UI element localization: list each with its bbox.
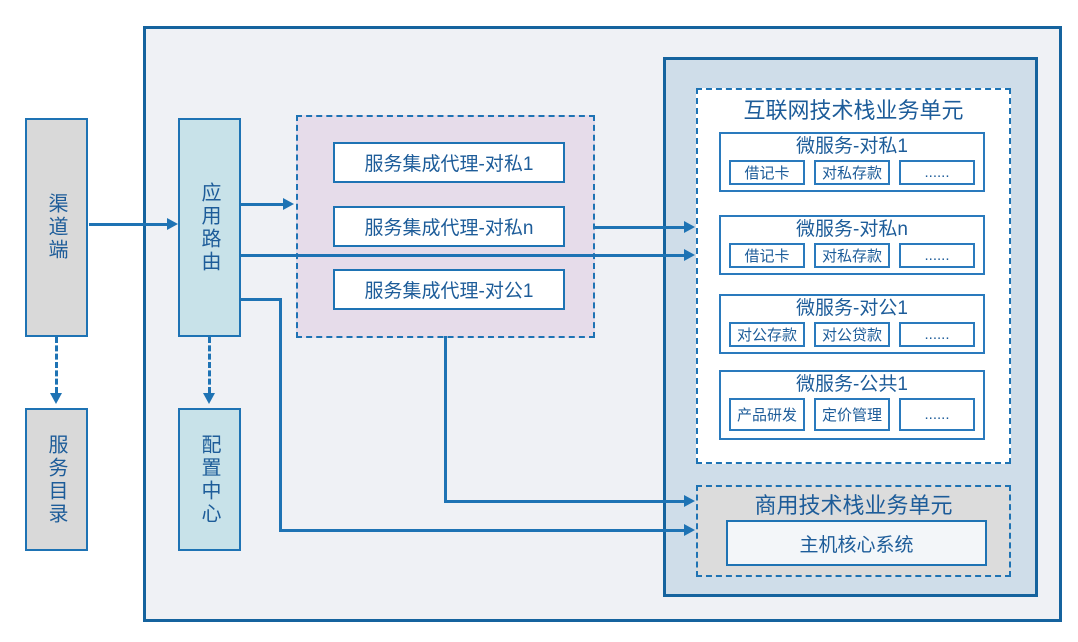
proxy-private-n: 服务集成代理-对私n bbox=[333, 206, 565, 247]
tech-stack-panel: 互联网技术栈业务单元 微服务-对私1 借记卡 对私存款 ...... 微服务-对… bbox=[663, 57, 1038, 597]
module-chip: 借记卡 bbox=[729, 160, 805, 185]
arrowhead-proxies-to-commercial bbox=[684, 495, 695, 507]
commercial-unit-title: 商用技术栈业务单元 bbox=[754, 493, 953, 518]
module-label: 对公存款 bbox=[736, 327, 797, 344]
module-label: 对私存款 bbox=[821, 248, 882, 265]
proxy-private-1-label: 服务集成代理-对私1 bbox=[364, 154, 534, 175]
module-chip: 对公贷款 bbox=[814, 322, 890, 347]
arrowhead-router-to-internet-unit bbox=[684, 249, 695, 261]
module-chip: ...... bbox=[899, 322, 975, 347]
connector-router-to-commercial-a bbox=[241, 298, 282, 301]
internet-unit: 互联网技术栈业务单元 微服务-对私1 借记卡 对私存款 ...... 微服务-对… bbox=[696, 88, 1011, 464]
microservice-private-1-title: 微服务-对私1 bbox=[796, 136, 908, 157]
microservice-common-1-title: 微服务-公共1 bbox=[796, 374, 908, 395]
channel-label: 渠道端 bbox=[45, 193, 67, 262]
module-label: 产品研发 bbox=[736, 407, 797, 424]
module-label: ...... bbox=[924, 406, 950, 423]
dashed-connector-router-to-config bbox=[208, 337, 211, 393]
arrowhead-router-to-config bbox=[203, 393, 215, 404]
app-router-label: 应用路由 bbox=[198, 181, 220, 274]
module-label: 对私存款 bbox=[821, 165, 882, 182]
module-chip: ...... bbox=[899, 398, 975, 431]
module-label: 借记卡 bbox=[744, 165, 790, 182]
connector-proxies-to-commercial-a bbox=[444, 336, 447, 503]
connector-channel-to-router bbox=[89, 223, 169, 226]
microservice-corporate-1-title: 微服务-对公1 bbox=[796, 298, 908, 319]
arrowhead-proxies-to-internet-unit bbox=[684, 221, 695, 233]
arrowhead-channel-to-catalog bbox=[50, 393, 62, 404]
app-router-box: 应用路由 bbox=[178, 118, 241, 337]
commercial-unit: 商用技术栈业务单元 主机核心系统 bbox=[696, 485, 1011, 577]
module-label: 定价管理 bbox=[821, 407, 882, 424]
module-label: ...... bbox=[924, 247, 950, 264]
microservice-private-n: 微服务-对私n 借记卡 对私存款 ...... bbox=[719, 215, 985, 275]
module-chip: ...... bbox=[899, 243, 975, 268]
arrowhead-channel-to-router bbox=[167, 218, 178, 230]
mainframe-core-box: 主机核心系统 bbox=[726, 520, 987, 566]
module-chip: 对私存款 bbox=[814, 243, 890, 268]
module-chip: 定价管理 bbox=[814, 398, 890, 431]
arrowhead-router-to-commercial bbox=[684, 524, 695, 536]
module-chip: 借记卡 bbox=[729, 243, 805, 268]
internet-unit-title: 互联网技术栈业务单元 bbox=[743, 98, 964, 123]
module-label: 对公贷款 bbox=[821, 327, 882, 344]
module-label: ...... bbox=[924, 164, 950, 181]
proxy-private-n-label: 服务集成代理-对私n bbox=[364, 218, 534, 239]
proxy-corporate-1: 服务集成代理-对公1 bbox=[333, 269, 565, 310]
microservice-corporate-1: 微服务-对公1 对公存款 对公贷款 ...... bbox=[719, 294, 985, 354]
module-label: ...... bbox=[924, 326, 950, 343]
proxy-group-container: 服务集成代理-对私1 服务集成代理-对私n 服务集成代理-对公1 bbox=[296, 115, 595, 338]
service-catalog-box: 服务目录 bbox=[25, 408, 88, 551]
connector-router-to-proxies bbox=[241, 203, 285, 206]
mainframe-core-label: 主机核心系统 bbox=[799, 534, 914, 556]
config-center-label: 配置中心 bbox=[198, 433, 220, 526]
connector-router-to-commercial-c bbox=[279, 529, 686, 532]
connector-proxies-to-commercial-b bbox=[444, 500, 686, 503]
proxy-corporate-1-label: 服务集成代理-对公1 bbox=[364, 281, 534, 302]
service-catalog-label: 服务目录 bbox=[45, 433, 67, 526]
connector-router-to-commercial-b bbox=[279, 298, 282, 532]
module-chip: 对私存款 bbox=[814, 160, 890, 185]
module-chip: ...... bbox=[899, 160, 975, 185]
microservice-private-1: 微服务-对私1 借记卡 对私存款 ...... bbox=[719, 132, 985, 192]
microservice-common-1: 微服务-公共1 产品研发 定价管理 ...... bbox=[719, 370, 985, 440]
module-chip: 对公存款 bbox=[729, 322, 805, 347]
arrowhead-router-to-proxies bbox=[283, 198, 294, 210]
proxy-private-1: 服务集成代理-对私1 bbox=[333, 142, 565, 183]
module-chip: 产品研发 bbox=[729, 398, 805, 431]
module-label: 借记卡 bbox=[744, 248, 790, 265]
connector-router-to-internet-unit bbox=[241, 254, 686, 257]
config-center-box: 配置中心 bbox=[178, 408, 241, 551]
channel-box: 渠道端 bbox=[25, 118, 88, 337]
microservice-private-n-title: 微服务-对私n bbox=[796, 219, 908, 240]
dashed-connector-channel-to-catalog bbox=[55, 337, 58, 393]
connector-proxies-to-internet-unit bbox=[595, 226, 686, 229]
